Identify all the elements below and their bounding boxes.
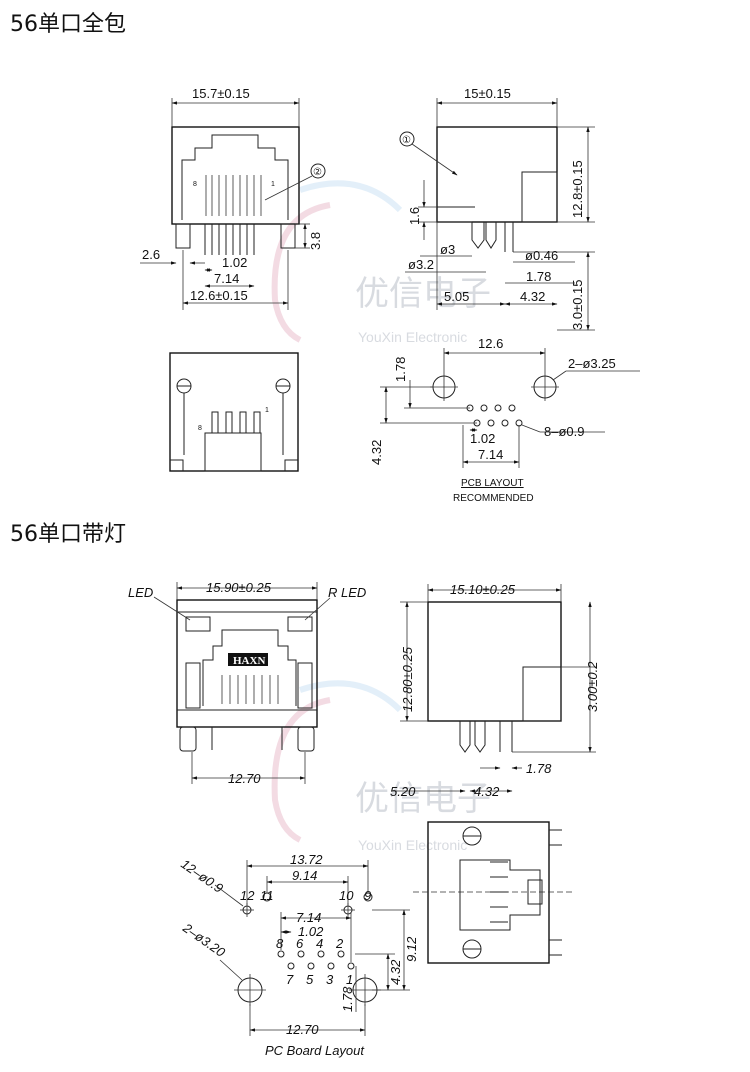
s1-bottom-view: 8 1	[169, 352, 299, 472]
s2-pcb-d10: 12.70	[286, 1022, 319, 1037]
watermark-en-1: YouXin Electronic	[358, 329, 467, 345]
s2-front-bottom-dim: 12.70	[228, 771, 261, 786]
section-title-2: 56单口带灯	[10, 522, 126, 547]
s1-front-dim-1: 2.6	[142, 247, 160, 262]
s1-pin1-label: 1	[271, 181, 275, 188]
s1-pcb-d4: 4.32	[369, 440, 384, 465]
s1-side-d2: ø3.2	[408, 257, 434, 272]
s2-pin-6: 6	[296, 936, 304, 951]
s2-led-left: LED	[128, 585, 153, 600]
s2-pcb-d2: 9.14	[292, 868, 317, 883]
s2-pin-2: 2	[335, 936, 344, 951]
s2-brand-label: HAXN	[233, 655, 265, 667]
s2-led-right: R LED	[328, 585, 366, 600]
s2-pcb-d3: 12–ø0.9	[178, 856, 226, 896]
s1-pcb-d3: 1.78	[393, 357, 408, 382]
s1-front-dim-5: 3.8	[308, 232, 323, 250]
s1-side-d3: ø0.46	[525, 248, 558, 263]
s2-side-top-dim: 15.10±0.25	[450, 582, 516, 597]
s2-pcb-d8: 4.32	[388, 959, 403, 985]
s2-pin-3: 3	[326, 972, 334, 987]
s1-side-h1: 12.8±0.15	[570, 160, 585, 218]
s1-side-h3: 1.6	[407, 207, 422, 225]
s2-pin-9: 9	[364, 888, 371, 903]
s2-pin-11: 11	[260, 888, 274, 903]
s1-front-top-dim: 15.7±0.15	[192, 86, 250, 101]
s2-pin-10: 10	[339, 888, 354, 903]
s2-pin-5: 5	[306, 972, 314, 987]
s1-pcb-label-1: PCB LAYOUT	[461, 478, 524, 489]
s1-front-dim-4: 12.6±0.15	[190, 288, 248, 303]
s2-pin-1: 1	[346, 972, 353, 987]
s2-pcb-layout: 13.72 9.14 12–ø0.9 2–ø3.20 7.14 1.02 9.1…	[178, 852, 419, 1058]
watermark-cn-1: 优信电子	[355, 274, 491, 314]
s2-pcb-d5: 7.14	[296, 910, 321, 925]
s2-pcb-label: PC Board Layout	[265, 1043, 365, 1058]
s2-side-d1: 1.78	[526, 761, 552, 776]
s1-side-d1: ø3	[440, 242, 455, 257]
s1-pcb-d7: 7.14	[478, 447, 503, 462]
watermark-cn-2: 优信电子	[355, 779, 491, 819]
s2-pin-4: 4	[316, 936, 323, 951]
s2-side-d3: 4.32	[474, 784, 500, 799]
s1-side-d4: 1.78	[526, 269, 551, 284]
s2-front-view: HAXN LED R LED 15.90±0.25 12.70	[128, 580, 366, 786]
s2-pcb-d1: 13.72	[290, 852, 323, 867]
s2-side-h1: 12.80±0.25	[400, 646, 415, 712]
s1-pcb-d6: 8–ø0.9	[544, 424, 584, 439]
s2-side-d2: 5.20	[390, 784, 416, 799]
s1-pcb-d2: 2–ø3.25	[568, 356, 616, 371]
s2-pcb-d7: 9.12	[404, 936, 419, 962]
s1-front-dim-3: 7.14	[214, 271, 239, 286]
s1-bottom-pin8: 8	[198, 425, 202, 432]
s1-pcb-d5: 1.02	[470, 431, 495, 446]
watermark-1: 优信电子 YouXin Electronic	[271, 180, 491, 345]
s1-side-top-dim: 15±0.15	[464, 86, 511, 101]
watermark-2: 优信电子 YouXin Electronic	[271, 680, 491, 853]
s1-side-h2: 3.0±0.15	[570, 279, 585, 330]
s2-pcb-d9: 1.78	[340, 986, 355, 1012]
s2-bottom-view	[413, 821, 573, 964]
s2-front-top-dim: 15.90±0.25	[206, 580, 272, 595]
s2-pcb-d6: 1.02	[298, 924, 324, 939]
s1-callout-1: ①	[402, 135, 411, 146]
s2-pin-12: 12	[240, 888, 255, 903]
s2-pin-7: 7	[286, 972, 294, 987]
s2-side-h2: 3.00±0.2	[585, 661, 600, 712]
s2-pcb-d4: 2–ø3.20	[179, 920, 228, 961]
s1-pcb-label-2: RECOMMENDED	[453, 493, 534, 504]
s2-side-view: 15.10±0.25 12.80±0.25 3.00±0.2 1.78 5.20…	[390, 582, 600, 799]
s1-pin8-label: 8	[193, 181, 197, 188]
s1-side-view: ① 15±0.15 12.8±0.15 3.0±0.15 1.6 ø3 ø3.2…	[399, 86, 595, 331]
watermark-en-2: YouXin Electronic	[358, 837, 467, 853]
s1-side-d6: 4.32	[520, 289, 545, 304]
s1-pcb-d1: 12.6	[478, 336, 503, 351]
s1-callout-2: ②	[313, 167, 322, 178]
s1-pcb-layout: 12.6 2–ø3.25 1.78 4.32 1.02 8–ø0.9 7.14 …	[369, 336, 640, 504]
s1-side-d5: 5.05	[444, 289, 469, 304]
s2-pin-8: 8	[276, 936, 284, 951]
s1-front-view: 8 1 ② 15.7±0.15 2.6 1.02 7.14 12.6±0.15 …	[140, 86, 326, 310]
s1-front-dim-2: 1.02	[222, 255, 247, 270]
s1-bottom-pin1: 1	[265, 407, 269, 414]
section-title-1: 56单口全包	[10, 12, 126, 37]
